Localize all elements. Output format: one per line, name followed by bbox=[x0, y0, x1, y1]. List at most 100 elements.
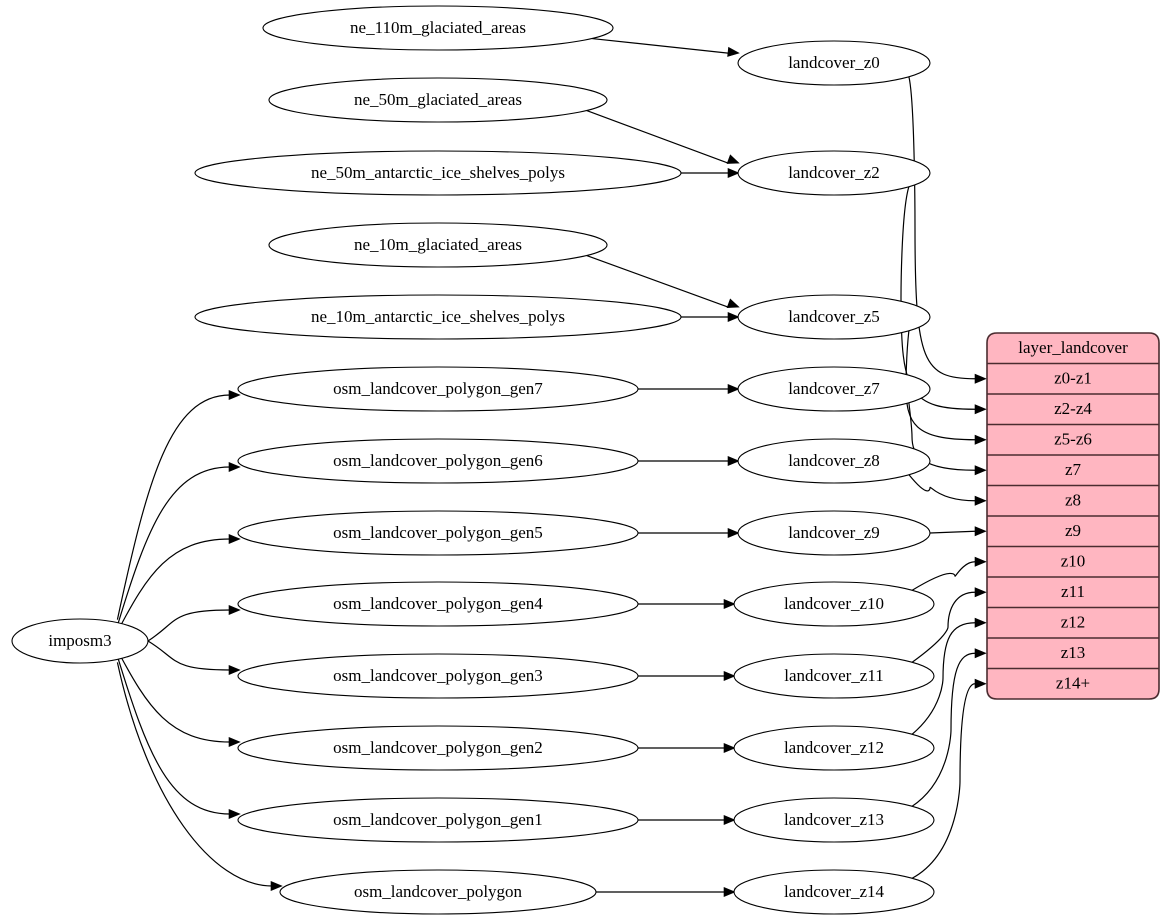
arrow-head bbox=[228, 461, 241, 473]
table-row-label: z0-z1 bbox=[1054, 369, 1092, 388]
node-shape bbox=[737, 510, 931, 556]
node-shape bbox=[737, 438, 931, 484]
table-row-label: z9 bbox=[1065, 521, 1081, 540]
node-osm_landcover_polygon_gen7[interactable]: osm_landcover_polygon_gen7 bbox=[237, 366, 639, 412]
node-shape bbox=[737, 40, 931, 86]
node-osm_landcover_polygon_gen6[interactable]: osm_landcover_polygon_gen6 bbox=[237, 438, 639, 484]
edge-osm_landcover_polygon-to-landcover_z14 bbox=[596, 886, 736, 898]
edge-line bbox=[586, 254, 729, 308]
edge-imposm3-to-osm_landcover_polygon_gen2 bbox=[116, 649, 241, 748]
node-ne_110m_glaciated_areas[interactable]: ne_110m_glaciated_areas bbox=[262, 5, 614, 51]
node-ne_10m_antarctic_ice_shelves_polys[interactable]: ne_10m_antarctic_ice_shelves_polys bbox=[194, 294, 682, 340]
edge-osm_landcover_polygon_gen4-to-landcover_z10 bbox=[638, 598, 736, 610]
node-label: ne_50m_glaciated_areas bbox=[354, 90, 522, 109]
table-row-label: z12 bbox=[1061, 613, 1086, 632]
arrow-head bbox=[228, 604, 241, 616]
arrow-head bbox=[723, 814, 736, 826]
edge-landcover_z13-to-z13 bbox=[911, 648, 987, 807]
node-shape bbox=[733, 581, 935, 627]
edge-osm_landcover_polygon_gen3-to-landcover_z11 bbox=[638, 670, 736, 682]
node-shape bbox=[237, 725, 639, 771]
arrow-head bbox=[974, 556, 987, 567]
table-row-label: z14+ bbox=[1056, 674, 1090, 693]
edge-line bbox=[147, 609, 231, 642]
node-label: landcover_z5 bbox=[788, 307, 880, 326]
node-label: osm_landcover_polygon_gen5 bbox=[333, 523, 543, 542]
edge-imposm3-to-osm_landcover_polygon_gen3 bbox=[147, 640, 241, 676]
edge-landcover_z0-to-z0-z1 bbox=[908, 76, 987, 384]
node-label: ne_10m_antarctic_ice_shelves_polys bbox=[311, 307, 565, 326]
table-row-label: z2-z4 bbox=[1054, 399, 1092, 418]
node-label: osm_landcover_polygon_gen7 bbox=[333, 379, 543, 398]
node-label: landcover_z13 bbox=[784, 810, 884, 829]
node-shape bbox=[737, 366, 931, 412]
node-shape bbox=[737, 294, 931, 340]
node-landcover_z9[interactable]: landcover_z9 bbox=[737, 510, 931, 556]
edge-imposm3-to-osm_landcover_polygon bbox=[116, 662, 283, 892]
node-label: osm_landcover_polygon_gen6 bbox=[333, 451, 543, 470]
edge-line bbox=[911, 622, 976, 735]
node-shape bbox=[237, 653, 639, 699]
node-landcover_z12[interactable]: landcover_z12 bbox=[733, 725, 935, 771]
node-osm_landcover_polygon_gen2[interactable]: osm_landcover_polygon_gen2 bbox=[237, 725, 639, 771]
arrow-head bbox=[727, 455, 740, 467]
arrow-head bbox=[727, 46, 740, 57]
arrow-head bbox=[974, 373, 987, 384]
node-ne_50m_glaciated_areas[interactable]: ne_50m_glaciated_areas bbox=[268, 77, 608, 123]
edge-line bbox=[116, 662, 273, 887]
table-row-label: z13 bbox=[1061, 643, 1086, 662]
edge-landcover_z7-to-z7 bbox=[908, 402, 987, 476]
arrow-head bbox=[974, 404, 987, 415]
node-landcover_z2[interactable]: landcover_z2 bbox=[737, 150, 931, 196]
edge-imposm3-to-osm_landcover_polygon_gen6 bbox=[116, 461, 241, 626]
node-landcover_z0[interactable]: landcover_z0 bbox=[737, 40, 931, 86]
edge-line bbox=[147, 640, 231, 671]
node-label: landcover_z14 bbox=[784, 882, 885, 901]
node-landcover_z5[interactable]: landcover_z5 bbox=[737, 294, 931, 340]
edge-landcover_z11-to-z11 bbox=[911, 587, 987, 663]
node-label: landcover_z8 bbox=[788, 451, 880, 470]
node-label: landcover_z10 bbox=[784, 594, 884, 613]
node-label: landcover_z12 bbox=[784, 738, 884, 757]
node-landcover_z13[interactable]: landcover_z13 bbox=[733, 797, 935, 843]
node-ne_50m_antarctic_ice_shelves_polys[interactable]: ne_50m_antarctic_ice_shelves_polys bbox=[194, 150, 682, 196]
node-label: osm_landcover_polygon bbox=[354, 882, 523, 901]
node-shape bbox=[733, 725, 935, 771]
node-landcover_z8[interactable]: landcover_z8 bbox=[737, 438, 931, 484]
node-osm_landcover_polygon_gen5[interactable]: osm_landcover_polygon_gen5 bbox=[237, 510, 639, 556]
edge-line bbox=[908, 474, 976, 502]
node-shape bbox=[268, 77, 608, 123]
edge-landcover_z12-to-z12 bbox=[911, 617, 987, 735]
edge-landcover_z10-to-z10 bbox=[911, 556, 987, 591]
table-row-label: z5-z6 bbox=[1054, 430, 1092, 449]
node-osm_landcover_polygon_gen4[interactable]: osm_landcover_polygon_gen4 bbox=[237, 581, 639, 627]
node-landcover_z7[interactable]: landcover_z7 bbox=[737, 366, 931, 412]
node-ne_10m_glaciated_areas[interactable]: ne_10m_glaciated_areas bbox=[268, 222, 608, 268]
node-osm_landcover_polygon_gen1[interactable]: osm_landcover_polygon_gen1 bbox=[237, 797, 639, 843]
node-shape bbox=[194, 294, 682, 340]
edge-imposm3-to-osm_landcover_polygon_gen4 bbox=[147, 604, 241, 642]
edge-landcover_z8-to-z8 bbox=[908, 474, 987, 506]
edge-landcover_z14-to-z14+ bbox=[911, 678, 987, 879]
arrow-head bbox=[974, 648, 987, 659]
node-osm_landcover_polygon_gen3[interactable]: osm_landcover_polygon_gen3 bbox=[237, 653, 639, 699]
arrow-head bbox=[727, 311, 740, 323]
node-landcover_z11[interactable]: landcover_z11 bbox=[733, 653, 935, 699]
arrow-head bbox=[726, 298, 740, 308]
node-shape bbox=[733, 653, 935, 699]
arrow-head bbox=[228, 736, 241, 748]
arrow-head bbox=[727, 167, 740, 179]
node-landcover_z14[interactable]: landcover_z14 bbox=[733, 869, 935, 915]
edge-osm_landcover_polygon_gen7-to-landcover_z7 bbox=[638, 383, 740, 395]
arrow-head bbox=[723, 670, 736, 682]
arrow-head bbox=[726, 154, 740, 164]
node-landcover_z10[interactable]: landcover_z10 bbox=[733, 581, 935, 627]
edge-line bbox=[929, 530, 976, 534]
edge-osm_landcover_polygon_gen6-to-landcover_z8 bbox=[638, 455, 740, 467]
node-shape bbox=[237, 366, 639, 412]
node-imposm3[interactable]: imposm3 bbox=[11, 618, 149, 664]
node-label: landcover_z0 bbox=[788, 53, 880, 72]
edge-line bbox=[116, 466, 231, 626]
node-osm_landcover_polygon[interactable]: osm_landcover_polygon bbox=[279, 869, 597, 915]
